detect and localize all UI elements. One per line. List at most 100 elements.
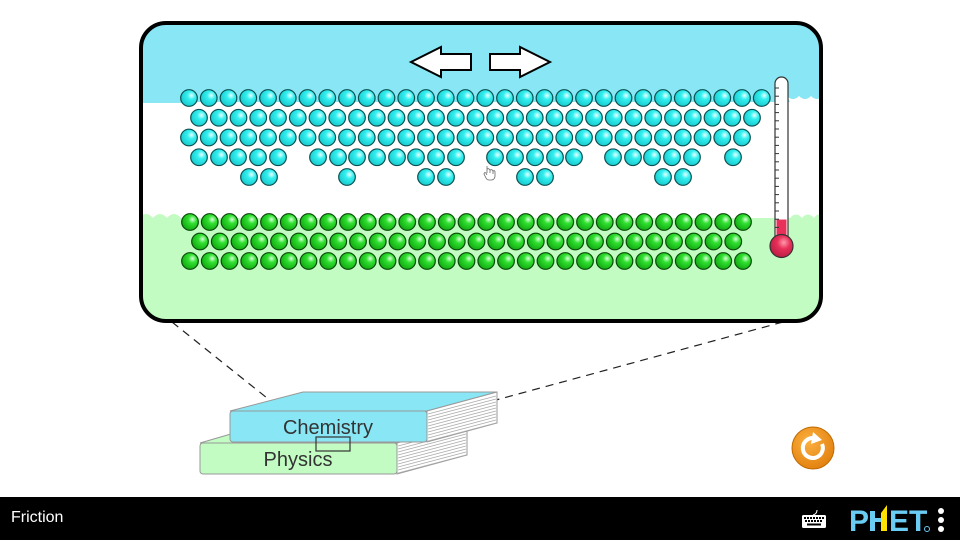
top-atom: [329, 148, 347, 167]
bottom-atom: [299, 252, 318, 270]
top-atom: [259, 89, 277, 107]
bottom-atom: [665, 232, 683, 251]
top-atom: [309, 148, 327, 167]
top-atom: [328, 108, 347, 127]
bottom-atom: [339, 252, 357, 270]
top-atom: [713, 89, 732, 107]
top-atom: [594, 89, 613, 107]
right-arrow-button[interactable]: [489, 45, 553, 79]
top-atom: [190, 148, 208, 167]
menu-icon[interactable]: [936, 505, 946, 535]
svg-text:ET: ET: [889, 505, 927, 535]
top-atom: [298, 89, 317, 107]
zoom-line-right: [348, 321, 784, 441]
sim-title: Friction: [11, 509, 64, 526]
bottom-atom: [309, 232, 328, 251]
bottom-atoms-group: [181, 213, 752, 270]
right-arrow-icon[interactable]: [489, 45, 553, 79]
top-atom: [644, 108, 663, 127]
bottom-atom: [674, 252, 693, 270]
top-atom: [724, 148, 742, 167]
top-atom: [496, 89, 514, 107]
top-atom: [249, 148, 267, 167]
bottom-atom: [418, 213, 436, 231]
top-atom: [723, 108, 742, 127]
top-atom: [535, 128, 554, 147]
chemistry-book[interactable]: Chemistry: [229, 391, 498, 443]
physics-pages: [397, 427, 467, 474]
bottom-atom: [388, 232, 407, 251]
bottom-atom: [694, 252, 713, 270]
top-atom: [377, 128, 396, 147]
top-atom: [643, 148, 661, 167]
bottom-atom: [734, 252, 752, 270]
top-atom: [199, 128, 218, 147]
top-atom: [417, 89, 435, 107]
thermometer-fill: [776, 219, 787, 243]
bottom-atom: [674, 213, 693, 231]
top-atom: [486, 148, 504, 167]
page-line: [427, 404, 497, 424]
bottom-atom: [556, 213, 575, 231]
phet-logo[interactable]: P ET: [849, 503, 933, 535]
bottom-atom: [240, 213, 259, 231]
top-atom: [634, 89, 653, 107]
bottom-atom: [467, 232, 486, 251]
top-atom: [624, 148, 642, 167]
left-arrow-button[interactable]: [408, 45, 472, 79]
top-atom: [407, 148, 425, 167]
page-line: [397, 445, 467, 465]
top-atom: [683, 108, 702, 127]
keyboard-icon[interactable]: [801, 509, 827, 529]
bottom-atom: [457, 213, 476, 231]
top-atom: [229, 108, 248, 127]
top-atom: [733, 89, 751, 107]
top-atom: [663, 148, 681, 167]
top-atom: [466, 108, 485, 127]
bottom-atom: [477, 252, 496, 270]
thermometer-ticks: [775, 87, 779, 228]
bottom-atom: [349, 232, 367, 251]
top-atom: [377, 89, 396, 107]
bottom-atom: [714, 252, 733, 270]
bottom-atom: [457, 252, 476, 270]
bottom-atom: [615, 252, 634, 270]
reset-all-button[interactable]: [791, 426, 835, 470]
bottom-atom: [358, 213, 377, 231]
bottom-atom: [625, 232, 644, 251]
top-atom: [555, 128, 574, 147]
bottom-atom: [260, 213, 278, 231]
bottom-atom: [299, 213, 318, 231]
top-atom: [239, 89, 258, 107]
bottom-atom: [536, 213, 555, 231]
bottom-atom: [378, 213, 397, 231]
bottom-atom: [250, 232, 269, 251]
bottom-atom: [260, 252, 278, 270]
top-atom: [318, 89, 337, 107]
top-atom: [357, 89, 376, 107]
top-atom: [664, 108, 682, 127]
page-line: [397, 433, 467, 453]
top-atom: [447, 148, 465, 167]
bottom-atom: [516, 252, 535, 270]
top-atom: [673, 128, 692, 147]
bottom-atom: [329, 232, 348, 251]
page-line: [427, 422, 497, 442]
top-atom: [446, 108, 465, 127]
top-atom: [683, 148, 701, 167]
top-atom: [437, 168, 455, 186]
bottom-atom: [191, 232, 209, 251]
top-atom: [713, 128, 732, 147]
top-atom: [604, 108, 623, 127]
top-atom: [229, 148, 247, 167]
bottom-atom: [605, 232, 624, 251]
top-atom: [624, 108, 643, 127]
top-atom: [397, 128, 416, 147]
top-atom: [357, 128, 376, 147]
bottom-atom: [536, 252, 555, 270]
page-line: [397, 442, 467, 462]
top-atom: [733, 128, 751, 147]
bottom-atom: [181, 213, 199, 231]
thermometer-bulb: [769, 233, 794, 259]
left-arrow-icon[interactable]: [408, 45, 472, 79]
